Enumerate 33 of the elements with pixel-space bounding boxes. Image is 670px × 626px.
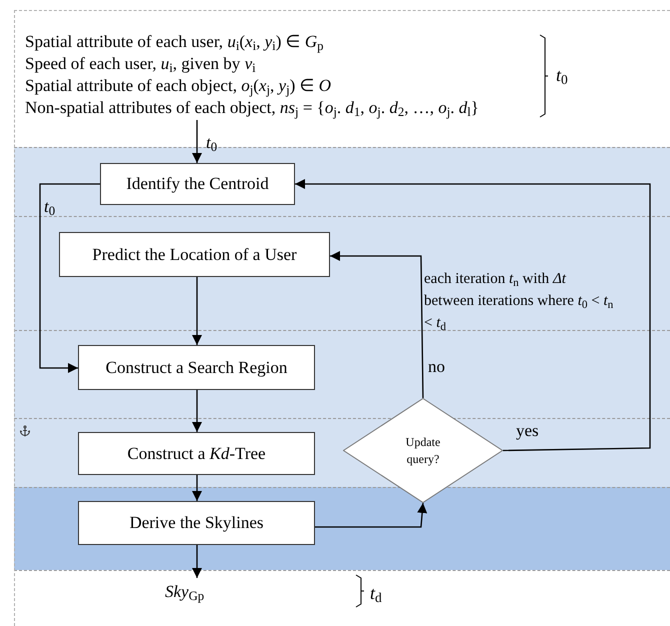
- process-text: Construct a Search Region: [106, 356, 288, 379]
- time-label: t$_{0}$: [556, 64, 569, 89]
- edge-label: yes: [516, 421, 539, 440]
- arrow: [330, 251, 424, 398]
- edge-label: t$_{0}$: [206, 133, 218, 152]
- arrow: [192, 120, 202, 163]
- decision-text: Update query?: [404, 434, 442, 468]
- process-text: Derive the Skylines: [129, 512, 264, 534]
- process-box: [78, 345, 315, 390]
- arrow: [192, 475, 202, 501]
- process-box: [59, 232, 330, 277]
- arrow: [192, 545, 202, 578]
- edge-label: no: [428, 357, 445, 376]
- process-text: Construct a Kd-Tree: [127, 442, 266, 465]
- decision-diamond: [343, 398, 503, 503]
- input-text: Non-spatial attributes of each object, ns$_{j}$ = {o$_{j}$. d$_{1}$, o$_{j}$. d$_{2}$, …, o$_{j}$. d$_{l}$}: [25, 97, 479, 119]
- edge-label: t$_{0}$: [44, 197, 56, 216]
- time-label: t$_{d}$: [370, 582, 383, 607]
- process-box: [100, 163, 295, 205]
- arrow: [39, 183, 100, 373]
- arrow: [192, 277, 202, 345]
- process-text: Identify the Centroid: [126, 173, 269, 196]
- process-box: [78, 432, 315, 475]
- input-text: Spatial attribute of each object, o$_{j}$(x$_{j}$, y$_{j}$) ∈ O: [25, 75, 332, 97]
- note-text: each iteration t$_{n}$ with Δt between iterations where t$_{0}$ < t$_{n}$ < t$_{d}$: [424, 270, 614, 334]
- arrow: [295, 179, 651, 452]
- input-text: Speed of each user, u$_{i}$, given by v$_{i}$: [25, 53, 256, 75]
- input-text: Sky$_{Gp}$: [165, 581, 204, 603]
- process-text: Predict the Location of a User: [92, 244, 297, 266]
- arrow: [192, 390, 202, 432]
- process-box: [78, 501, 315, 545]
- arrow: [315, 502, 428, 528]
- input-text: Spatial attribute of each user, u$_{i}$(x$_{i}$, y$_{i}$) ∈ G$_{p}$: [25, 31, 324, 53]
